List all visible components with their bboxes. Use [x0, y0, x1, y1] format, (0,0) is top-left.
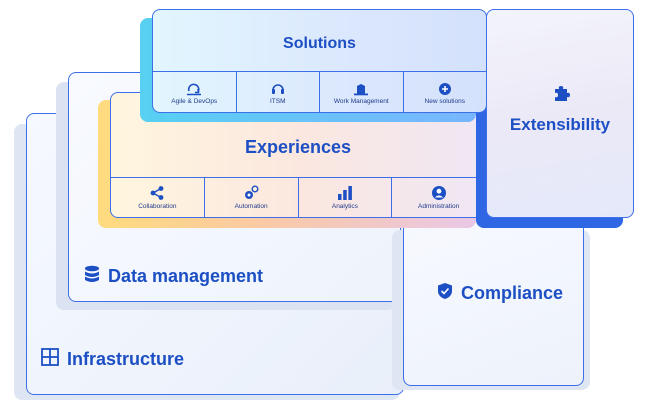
plus-circle-icon [404, 82, 487, 96]
solution-item-agile-devops: Agile & DevOps [153, 72, 236, 112]
extensibility-layer: Extensibility [486, 9, 634, 218]
infrastructure-title: Infrastructure [67, 349, 185, 369]
solution-item-label: New solutions [424, 98, 465, 105]
database-icon [84, 265, 100, 288]
data-management-label-group: Data management [84, 265, 263, 288]
puzzle-icon [552, 84, 570, 107]
experiences-title: Experiences [244, 137, 352, 157]
building-icon [320, 82, 403, 96]
bar-chart-icon [299, 185, 392, 201]
headset-icon [237, 82, 320, 96]
solution-item-label: Agile & DevOps [171, 98, 218, 105]
grid-icon [41, 348, 59, 371]
shield-check-icon [437, 282, 453, 305]
infrastructure-label-group: Infrastructure [41, 348, 184, 371]
solution-item-itsm: ITSM [235, 72, 320, 112]
experience-item-label: Analytics [331, 203, 358, 210]
compliance-title: Compliance [461, 283, 564, 303]
cycle-icon [153, 82, 236, 96]
experience-item-collaboration: Collaboration [111, 178, 204, 217]
solutions-layer: Solutions Agile & DevOps ITSM Work Manag… [152, 9, 487, 113]
solutions-title: Solutions [283, 35, 356, 52]
experiences-row: Collaboration Automation Analytics Admin… [111, 177, 485, 217]
user-circle-icon [392, 185, 485, 201]
solutions-row: Agile & DevOps ITSM Work Management New … [153, 71, 487, 112]
compliance-label-group: Compliance [437, 282, 563, 305]
compliance-layer: Compliance [403, 220, 584, 386]
experience-item-label: Automation [234, 203, 268, 210]
share-nodes-icon [111, 185, 204, 201]
experience-item-label: Administration [418, 203, 460, 210]
solution-item-label: ITSM [269, 98, 286, 105]
experience-item-automation: Automation [203, 178, 298, 217]
experience-item-administration: Administration [391, 178, 485, 217]
solution-item-new-solutions: New solutions [402, 72, 487, 112]
experience-item-analytics: Analytics [297, 178, 392, 217]
solution-item-label: Work Management [333, 98, 389, 105]
data-management-title: Data management [108, 266, 264, 286]
gears-icon [205, 185, 298, 201]
solution-item-work-management: Work Management [319, 72, 403, 112]
extensibility-title: Extensibility [509, 115, 611, 134]
experience-item-label: Collaboration [138, 203, 177, 210]
